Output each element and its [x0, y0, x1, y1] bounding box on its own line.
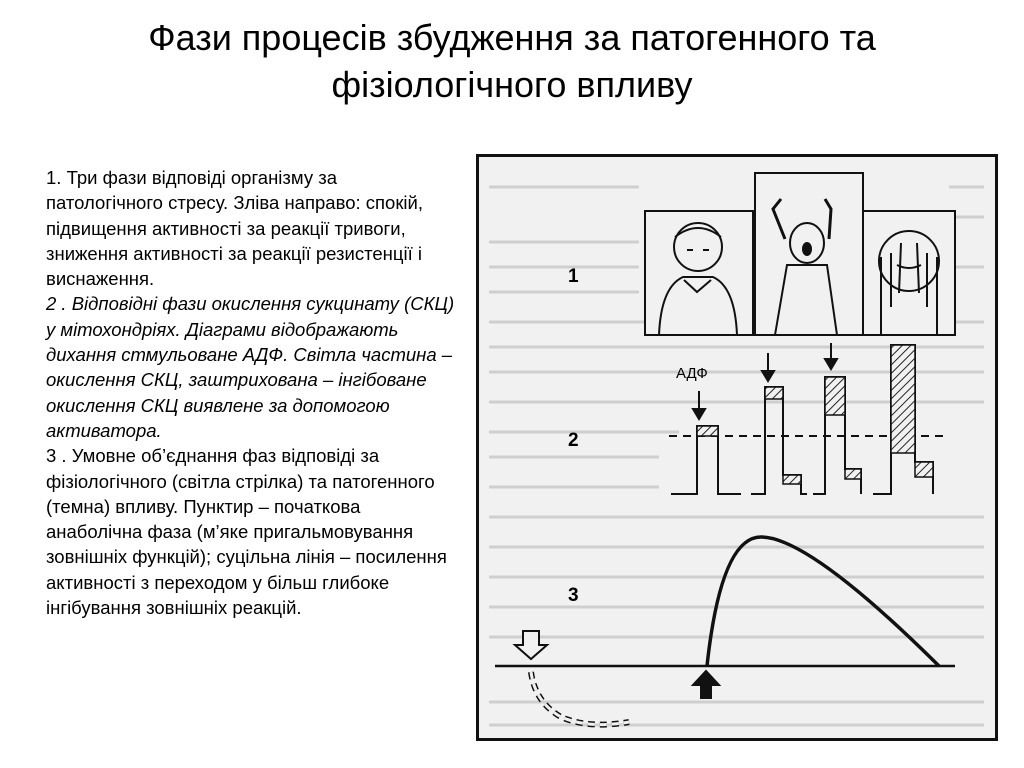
- title-line-1: Фази процесів збудження за патогенного т…: [148, 17, 876, 58]
- activity-curve: [705, 535, 941, 668]
- phase-combination-graph: [495, 535, 955, 728]
- background-scan-lines: [489, 185, 984, 727]
- panel-label-3: 3: [568, 585, 579, 606]
- paragraph-3: 3 . Умовне об’єднання фаз відповіді за ф…: [46, 445, 447, 619]
- panel-label-1: 1: [568, 266, 579, 287]
- paragraph-2: 2 . Відповідні фази окислення сукцинату …: [46, 293, 455, 441]
- description-text: 1. Три фази відповіді організму за патол…: [46, 165, 456, 620]
- stress-phases-figure: 1 2 3 АДФ: [476, 154, 998, 741]
- adp-label: АДФ: [676, 365, 708, 382]
- dark-arrow-icon: [690, 669, 722, 699]
- exhausted-person-icon: [862, 210, 956, 336]
- title-line-2: фізіологічного впливу: [331, 64, 693, 105]
- figure-drawing: [489, 172, 984, 728]
- page-title: Фази процесів збудження за патогенного т…: [0, 14, 1024, 108]
- diagram-bar-2: [751, 386, 807, 495]
- alarmed-person-icon: [754, 172, 864, 336]
- calm-person-icon: [644, 210, 754, 336]
- light-arrow-icon: [512, 630, 550, 661]
- paragraph-1: 1. Три фази відповіді організму за патол…: [46, 167, 423, 290]
- anabolic-phase-dashed-curve: [528, 671, 630, 728]
- panel-label-2: 2: [568, 430, 579, 451]
- respiration-diagrams: [669, 343, 945, 495]
- adp-arrows: [691, 343, 839, 421]
